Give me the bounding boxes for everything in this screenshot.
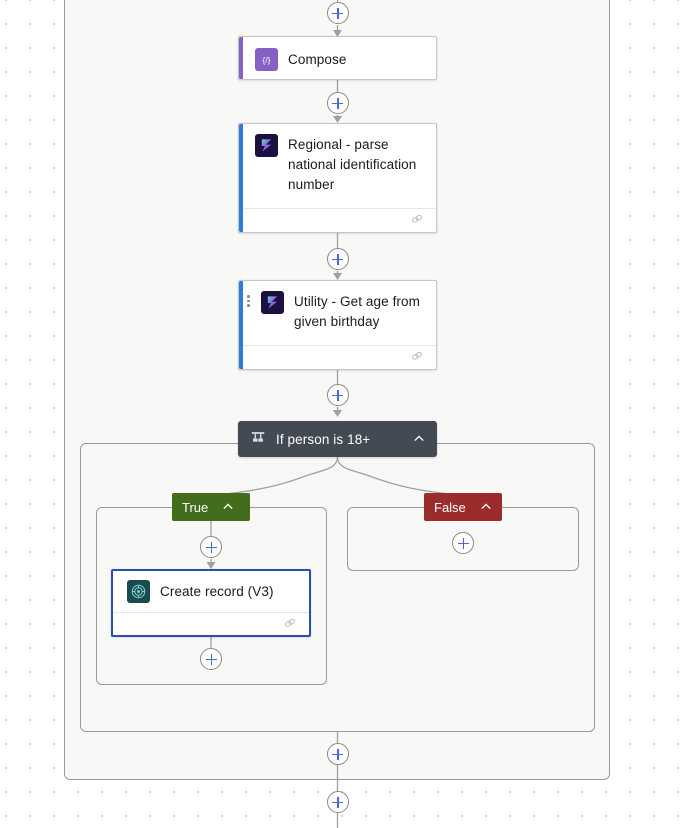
- node-accent-bar: [239, 124, 243, 232]
- add-action-button-true-before-create[interactable]: [200, 536, 222, 558]
- power-automate-flow-icon: [261, 291, 284, 314]
- add-action-button-false-branch[interactable]: [452, 532, 474, 554]
- dataverse-icon: [127, 580, 150, 603]
- svg-text:{/}: {/}: [263, 54, 271, 64]
- condition-branch-icon: [250, 429, 266, 450]
- node-footer: [113, 612, 309, 638]
- node-title: Compose: [288, 51, 347, 67]
- link-chain-icon[interactable]: [283, 616, 297, 635]
- power-automate-flow-icon: [255, 134, 278, 157]
- branch-badge-false[interactable]: False: [424, 493, 502, 521]
- branch-badge-true[interactable]: True: [172, 493, 250, 521]
- action-node-create-record[interactable]: Create record (V3): [111, 569, 311, 637]
- condition-node[interactable]: If person is 18+: [238, 421, 437, 457]
- add-action-button-above-compose[interactable]: [326, 2, 349, 24]
- chevron-up-icon[interactable]: [222, 501, 234, 513]
- add-action-button-after-condition[interactable]: [326, 743, 349, 765]
- node-accent-bar: [239, 281, 243, 369]
- node-title: Create record (V3): [160, 584, 274, 599]
- add-action-button-true-after-create[interactable]: [200, 648, 222, 670]
- node-accent-bar: [239, 37, 243, 79]
- node-title: Utility - Get age from given birthday: [294, 294, 420, 329]
- node-title: Regional - parse national identification…: [288, 137, 417, 192]
- node-footer: [239, 345, 436, 371]
- branch-label-true: True: [182, 499, 209, 515]
- condition-title: If person is 18+: [276, 431, 371, 447]
- action-node-regional-parse[interactable]: Regional - parse national identification…: [238, 123, 437, 233]
- add-action-button-after-compose[interactable]: [326, 92, 349, 114]
- drag-handle-icon[interactable]: [247, 295, 250, 307]
- add-action-button-after-regional[interactable]: [326, 248, 349, 270]
- link-chain-icon[interactable]: [410, 349, 424, 368]
- add-action-button-after-scope[interactable]: [326, 791, 349, 813]
- branch-label-false: False: [434, 499, 466, 515]
- node-footer: [239, 208, 436, 234]
- chevron-up-icon[interactable]: [480, 501, 492, 513]
- add-action-button-after-utility[interactable]: [326, 384, 349, 406]
- action-node-utility-get-age[interactable]: Utility - Get age from given birthday: [238, 280, 437, 370]
- chevron-up-icon[interactable]: [413, 433, 425, 445]
- compose-braces-icon: {/}: [255, 47, 278, 71]
- action-node-compose[interactable]: {/} Compose: [238, 36, 437, 80]
- link-chain-icon[interactable]: [410, 212, 424, 231]
